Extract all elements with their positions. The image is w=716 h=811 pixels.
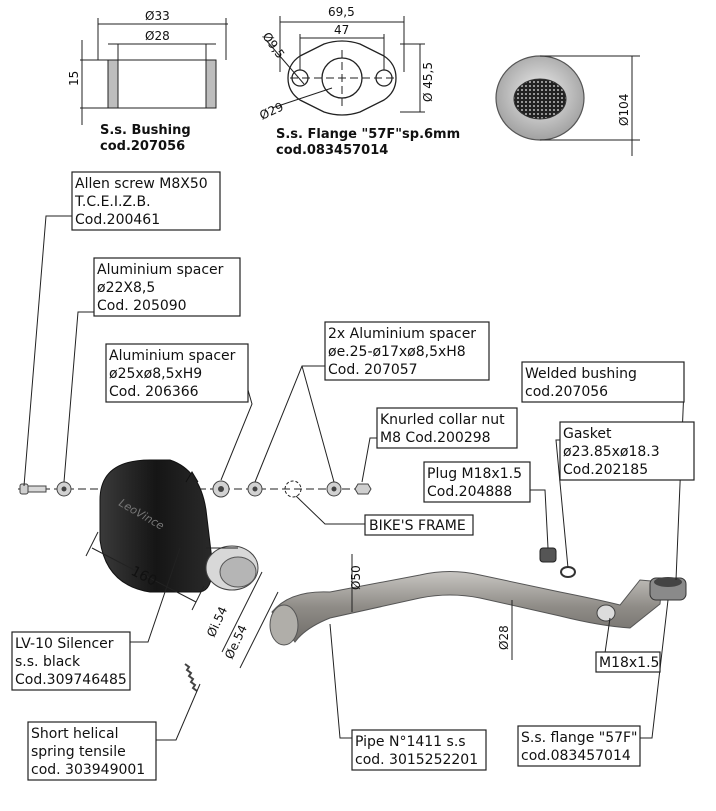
collar-nut-icon bbox=[354, 483, 372, 495]
silencer-end-view: Ø104 bbox=[495, 55, 640, 156]
bushing-height-dim: 15 bbox=[67, 71, 81, 86]
gasket-icon bbox=[560, 566, 576, 578]
header-pipe bbox=[269, 571, 687, 646]
callouts-alu-spacer-2-2-text: Cod. 206366 bbox=[109, 384, 199, 400]
callouts-alu-spacer-1-1-text: ø22X8,5 bbox=[97, 280, 155, 296]
callouts-silencer-2-text: Cod.309746485 bbox=[15, 672, 127, 688]
callouts-alu-spacer-1-2-text: Cod. 205090 bbox=[97, 298, 187, 314]
callouts-collar-nut-1-text: M8 Cod.200298 bbox=[380, 430, 491, 446]
callouts-alu-spacer-1-0-text: Aluminium spacer bbox=[97, 262, 224, 278]
flange-center-dim: 47 bbox=[334, 23, 349, 37]
flange-drawing: 69,5 47 Ø9,5 Ø 45,5 Ø29 S.s. Flange "57F… bbox=[257, 5, 460, 158]
flange-title: S.s. Flange "57F"sp.6mm bbox=[276, 127, 460, 142]
pipe-50-dim: Ø50 bbox=[349, 565, 363, 590]
flange-height-dim: Ø 45,5 bbox=[421, 62, 435, 102]
callouts-plug-0-text: Plug M18x1.5 bbox=[427, 466, 522, 482]
callout-plug: Plug M18x1.5 Cod.204888 bbox=[423, 461, 531, 503]
callout-alu-spacer-1: Aluminium spacer ø22X8,5 Cod. 205090 bbox=[93, 257, 241, 317]
bushing-drawing: Ø33 Ø28 15 S.s. Bushing cod.207056 bbox=[67, 9, 228, 154]
callout-collar-nut: Knurled collar nut M8 Cod.200298 bbox=[376, 407, 518, 449]
plug-icon bbox=[539, 547, 557, 563]
inlet-i-dim: Øi.54 bbox=[204, 604, 230, 639]
callout-gasket: Gasket ø23.85xø18.3 Cod.202185 bbox=[559, 421, 695, 481]
callouts-alu-spacer-3-0-text: 2x Aluminium spacer bbox=[328, 326, 476, 342]
flange-code: cod.083457014 bbox=[276, 143, 388, 158]
frame-hole-icon bbox=[284, 480, 302, 498]
welded-bushing-icon bbox=[596, 604, 616, 622]
silencer-body: LeoVince bbox=[99, 459, 259, 593]
callouts-spring-0-text: Short helical bbox=[31, 726, 118, 742]
callout-flange-bottom: S.s. flange "57F" cod.083457014 bbox=[517, 725, 641, 767]
leader-lines bbox=[23, 215, 685, 741]
callouts-alu-spacer-2-0-text: Aluminium spacer bbox=[109, 348, 236, 364]
callouts-welded-bushing-0-text: Welded bushing bbox=[525, 366, 637, 382]
callouts-flange-bottom-0-text: S.s. flange "57F" bbox=[521, 730, 638, 746]
callouts-alu-spacer-2-1-text: ø25xø8,5xH9 bbox=[109, 366, 202, 382]
callout-silencer: LV-10 Silencer s.s. black Cod.309746485 bbox=[11, 631, 131, 691]
callout-allen-screw: Allen screw M8X50 T.C.E.I.Z.B. Cod.20046… bbox=[71, 171, 221, 231]
callouts-plug-1-text: Cod.204888 bbox=[427, 484, 512, 500]
bushing-inner-dim: Ø28 bbox=[145, 29, 170, 43]
flange-bore-dim: Ø29 bbox=[257, 100, 285, 123]
bushing-code: cod.207056 bbox=[100, 139, 185, 154]
flange-hole-dim: Ø9,5 bbox=[260, 30, 288, 61]
bushing-outer-dim: Ø33 bbox=[145, 9, 170, 23]
callouts-gasket-2-text: Cod.202185 bbox=[563, 462, 648, 478]
callout-spring: Short helical spring tensile cod. 303949… bbox=[27, 721, 157, 781]
callout-m18: M18x1.5 bbox=[595, 651, 661, 673]
callouts-silencer-0-text: LV-10 Silencer bbox=[15, 636, 114, 652]
callouts-allen-screw-1-text: T.C.E.I.Z.B. bbox=[74, 194, 151, 210]
callouts-alu-spacer-3-1-text: øe.25-ø17xø8,5xH8 bbox=[328, 344, 466, 360]
callouts-pipe-0-text: Pipe N°1411 s.s bbox=[355, 734, 466, 750]
callouts-pipe-1-text: cod. 3015252201 bbox=[355, 752, 478, 768]
callout-pipe: Pipe N°1411 s.s cod. 3015252201 bbox=[351, 729, 487, 771]
callout-alu-spacer-3: 2x Aluminium spacer øe.25-ø17xø8,5xH8 Co… bbox=[324, 321, 490, 381]
callout-bikes-frame: BIKE'S FRAME bbox=[364, 514, 474, 536]
callouts-m18-0-text: M18x1.5 bbox=[599, 655, 659, 671]
bushing-title: S.s. Bushing bbox=[100, 123, 191, 138]
callouts-collar-nut-0-text: Knurled collar nut bbox=[380, 412, 505, 428]
flange-width-dim: 69,5 bbox=[328, 5, 355, 19]
spring-icon bbox=[184, 663, 198, 692]
callouts-silencer-1-text: s.s. black bbox=[15, 654, 81, 670]
callout-alu-spacer-2: Aluminium spacer ø25xø8,5xH9 Cod. 206366 bbox=[105, 343, 249, 403]
callout-welded-bushing: Welded bushing cod.207056 bbox=[521, 361, 685, 403]
callouts-welded-bushing-1-text: cod.207056 bbox=[525, 384, 608, 400]
pipe-28-dim: Ø28 bbox=[497, 625, 511, 650]
callouts-spring-2-text: cod. 303949001 bbox=[31, 762, 145, 778]
silencer-end-dim: Ø104 bbox=[617, 94, 631, 126]
callouts-alu-spacer-3-2-text: Cod. 207057 bbox=[328, 362, 418, 378]
callouts-gasket-1-text: ø23.85xø18.3 bbox=[563, 444, 660, 460]
callouts-bikes-frame-0-text: BIKE'S FRAME bbox=[369, 518, 466, 534]
callouts-allen-screw-2-text: Cod.200461 bbox=[75, 212, 160, 228]
callouts-flange-bottom-1-text: cod.083457014 bbox=[521, 748, 631, 764]
callouts-spring-1-text: spring tensile bbox=[31, 744, 126, 760]
callouts-gasket-0-text: Gasket bbox=[563, 426, 612, 442]
callouts-allen-screw-0-text: Allen screw M8X50 bbox=[75, 176, 208, 192]
